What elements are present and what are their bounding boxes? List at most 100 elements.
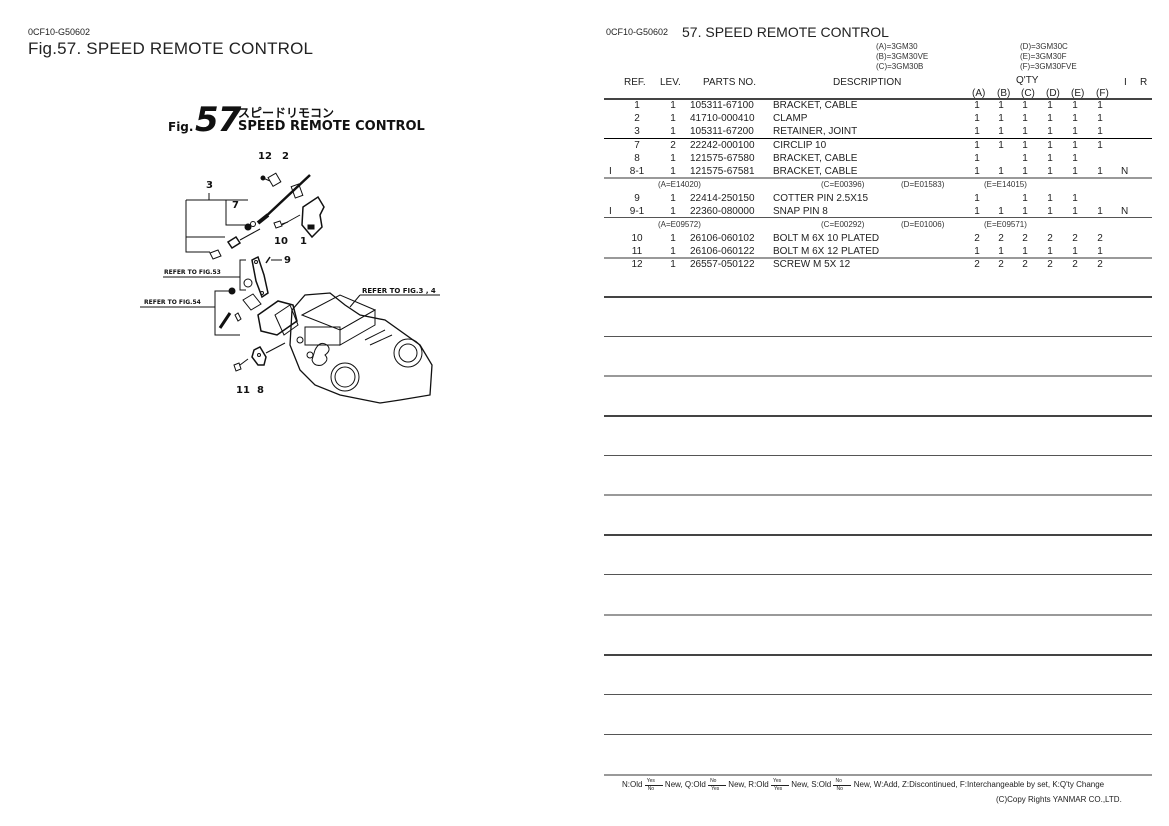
level: 1 [670, 206, 676, 217]
qty-f: 1 [1097, 140, 1103, 151]
qty-d: 1 [1047, 206, 1053, 217]
refer-fig-3-4: REFER TO FIG.3 , 4 [362, 287, 436, 295]
description: BOLT M 6X 10 PLATED [773, 233, 880, 244]
header-r: R [1140, 77, 1148, 88]
fig-word: Fig. [168, 120, 194, 134]
model-d: (D)=3GM30C [1020, 42, 1068, 51]
part-number: 121575-67581 [690, 166, 755, 177]
qty-e: 2 [1072, 233, 1078, 244]
serial-note-d-1: (D=E01583) [901, 180, 945, 189]
part-number: 26557-050122 [690, 259, 755, 270]
serial-note-a-2: (A=E09572) [658, 220, 701, 229]
model-e: (E)=3GM30F [1020, 52, 1067, 61]
blank-row-rule [604, 654, 1152, 656]
qty-f: 1 [1097, 246, 1103, 257]
level: 1 [670, 259, 676, 270]
header-ref: REF. [624, 77, 646, 88]
qty-d: 1 [1047, 113, 1053, 124]
ref-no: 9 [634, 193, 640, 204]
legend-rest: New, W:Add, Z:Discontinued, F:Interchang… [853, 780, 1105, 790]
blank-row-rule [604, 375, 1152, 377]
exploded-parts-diagram: 12 2 3 7 10 1 9 11 8 REFER TO FIG.53 REF… [140, 145, 460, 405]
level: 1 [670, 126, 676, 137]
qty-e: 1 [1072, 140, 1078, 151]
legend-s: New, S:Old [791, 780, 832, 790]
refer-fig-53: REFER TO FIG.53 [164, 269, 221, 276]
qty-f: 2 [1097, 259, 1103, 270]
blank-row-rule [604, 574, 1152, 575]
qty-b: 1 [998, 140, 1004, 151]
callout-11: 11 [236, 385, 250, 396]
level: 1 [670, 246, 676, 257]
qty-c: 1 [1022, 166, 1028, 177]
qty-a: 1 [974, 100, 980, 111]
ref-no: 8 [634, 153, 640, 164]
serial-note-c-2: (C=E00292) [821, 220, 865, 229]
serial-note-c-1: (C=E00396) [821, 180, 865, 189]
description: BRACKET, CABLE [773, 100, 858, 111]
qty-c: 1 [1022, 193, 1028, 204]
qty-e: 1 [1072, 246, 1078, 257]
qty-d: 2 [1047, 233, 1053, 244]
qty-b: 1 [998, 113, 1004, 124]
qty-c: 1 [1022, 140, 1028, 151]
fig-english-title: SPEED REMOTE CONTROL [238, 119, 425, 134]
qty-f: 1 [1097, 206, 1103, 217]
blank-row-rule [604, 296, 1152, 298]
qty-e: 1 [1072, 193, 1078, 204]
row-indicator-r: N [1121, 166, 1129, 177]
qty-b: 2 [998, 233, 1004, 244]
qty-c: 1 [1022, 126, 1028, 137]
level: 1 [670, 193, 676, 204]
model-f: (F)=3GM30FVE [1020, 62, 1077, 71]
model-list-left: (A)=3GM30 (B)=3GM30VE (C)=3GM30B [876, 42, 928, 72]
callout-8: 8 [257, 385, 264, 396]
qty-a: 1 [974, 166, 980, 177]
qty-b: 1 [998, 246, 1004, 257]
qty-f: 1 [1097, 166, 1103, 177]
model-list-right: (D)=3GM30C (E)=3GM30F (F)=3GM30FVE [1020, 42, 1077, 72]
qty-d: 1 [1047, 193, 1053, 204]
description: BRACKET, CABLE [773, 153, 858, 164]
description: CIRCLIP 10 [773, 140, 827, 151]
blank-row-rule [604, 494, 1152, 496]
qty-a: 2 [974, 259, 980, 270]
qty-a: 1 [974, 246, 980, 257]
group-rule [604, 217, 1152, 218]
fig-number: 57 [195, 100, 241, 140]
description: BRACKET, CABLE [773, 166, 858, 177]
blank-row-rule [604, 534, 1152, 536]
row-indicator-i: I [609, 206, 612, 217]
part-number: 121575-67580 [690, 153, 755, 164]
qty-c: 2 [1022, 259, 1028, 270]
blank-row-rule [604, 734, 1152, 735]
description: RETAINER, JOINT [773, 126, 858, 137]
qty-a: 1 [974, 193, 980, 204]
blank-row-rule [604, 694, 1152, 695]
qty-f: 1 [1097, 113, 1103, 124]
level: 1 [670, 233, 676, 244]
qty-d: 1 [1047, 166, 1053, 177]
qty-c: 1 [1022, 113, 1028, 124]
qty-a: 1 [974, 206, 980, 217]
header-rule [604, 98, 1152, 100]
qty-b: 1 [998, 126, 1004, 137]
blank-row-rule [604, 455, 1152, 456]
ref-no: 11 [631, 246, 643, 257]
qty-b: 1 [998, 206, 1004, 217]
qty-b: 1 [998, 100, 1004, 111]
qty-a: 1 [974, 126, 980, 137]
fig-japanese-title: スピードリモコン [238, 106, 335, 120]
copyright: (C)Copy Rights YANMAR CO.,LTD. [996, 795, 1122, 804]
model-a: (A)=3GM30 [876, 42, 918, 51]
qty-f: 1 [1097, 100, 1103, 111]
refer-fig-54: REFER TO FIG.54 [144, 299, 201, 306]
qty-c: 1 [1022, 246, 1028, 257]
ref-no: 3 [634, 126, 640, 137]
part-number: 26106-060122 [690, 246, 755, 257]
qty-e: 1 [1072, 206, 1078, 217]
description: SCREW M 5X 12 [773, 259, 851, 270]
